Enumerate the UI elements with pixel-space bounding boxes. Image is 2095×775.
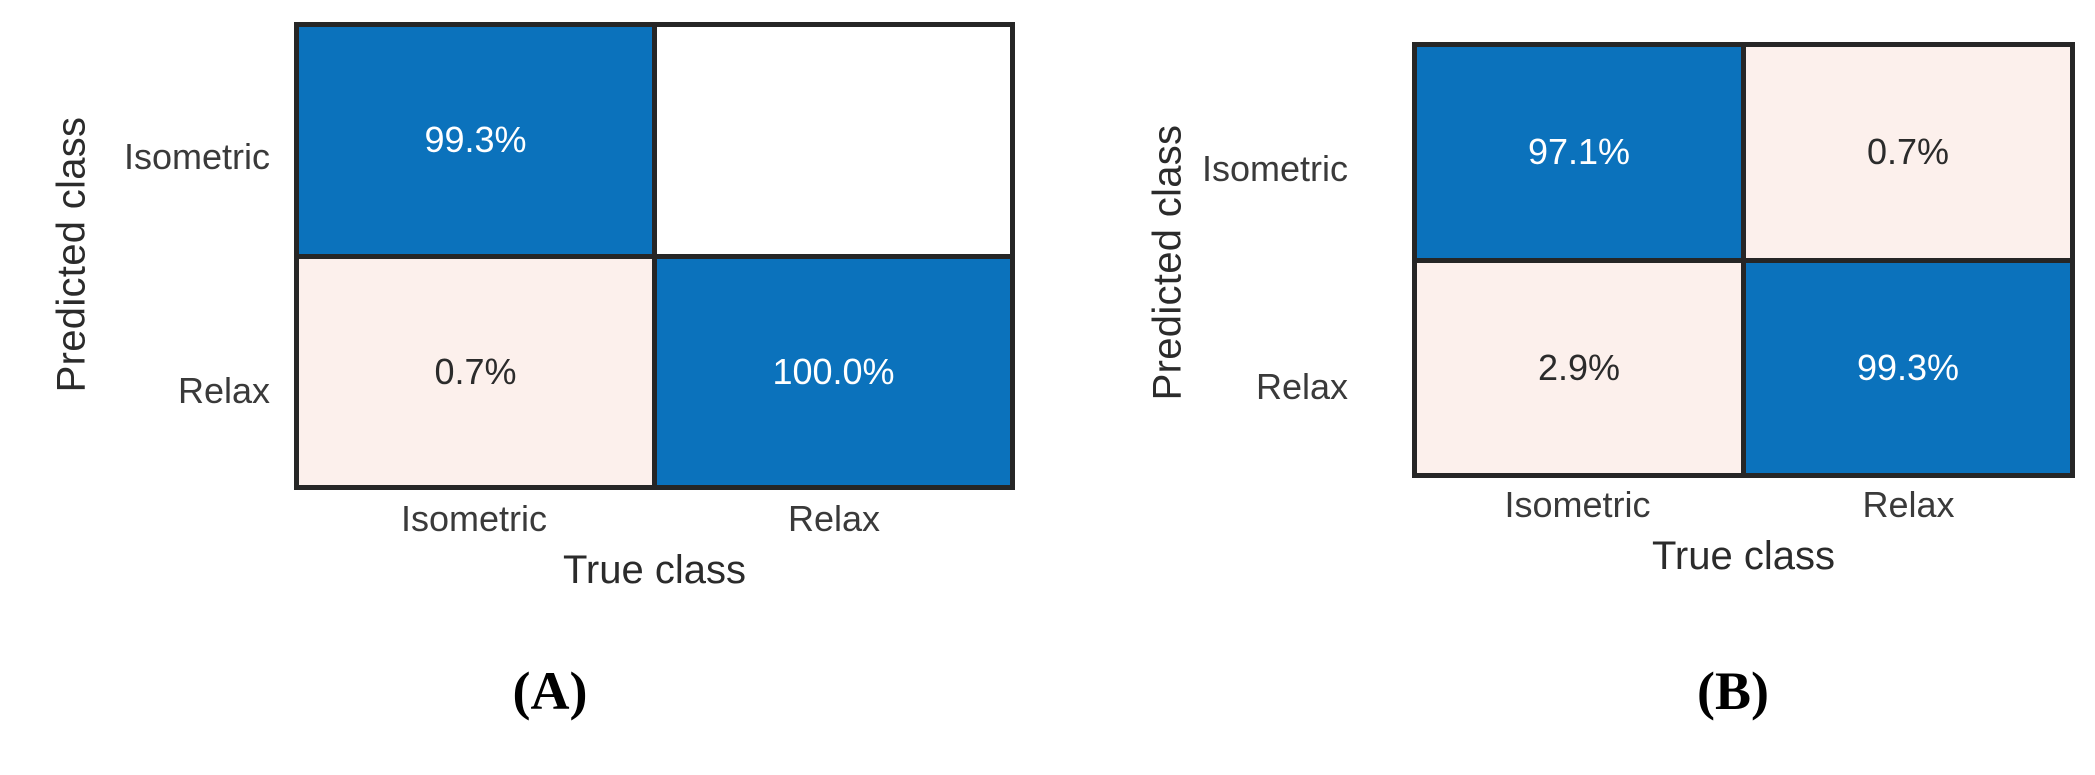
y-tick-label-isometric: Isometric	[1201, 148, 1348, 189]
x-tick-label-relax: Relax	[1862, 484, 1955, 525]
x-tick-label-isometric: Isometric	[1504, 484, 1651, 525]
matrix-cell[interactable]: 100.0%	[657, 258, 1010, 485]
matrix-cell[interactable]: 99.3%	[299, 27, 652, 254]
confusion-matrix-grid: 97.1% 0.7% 2.9% 99.3%	[1412, 42, 2075, 478]
matrix-cell[interactable]: 2.9%	[1417, 262, 1741, 473]
confusion-matrix-grid: 99.3% 0.7% 100.0%	[294, 22, 1015, 490]
confusion-matrix-panel-b: Predicted class Isometric Relax 97.1% 0.…	[1048, 0, 2095, 775]
y-tick-label-isometric: Isometric	[123, 136, 270, 177]
x-axis-title: True class	[562, 548, 746, 592]
matrix-cell[interactable]	[657, 27, 1010, 254]
panel-caption-a: (A)	[512, 661, 588, 721]
x-tick-label-relax: Relax	[787, 498, 881, 539]
y-tick-label-relax: Relax	[1255, 366, 1348, 407]
matrix-cell[interactable]: 0.7%	[299, 258, 652, 485]
x-axis-title: True class	[1651, 534, 1835, 578]
y-tick-label-relax: Relax	[177, 370, 270, 411]
x-tick-label-isometric: Isometric	[400, 498, 548, 539]
panel-caption-b: (B)	[1697, 661, 1769, 721]
matrix-cell[interactable]: 99.3%	[1746, 262, 2070, 473]
matrix-cell[interactable]: 0.7%	[1746, 47, 2070, 258]
matrix-cell[interactable]: 97.1%	[1417, 47, 1741, 258]
confusion-matrix-panel-a: Predicted class Isometric Relax 99.3% 0.…	[50, 22, 1015, 721]
